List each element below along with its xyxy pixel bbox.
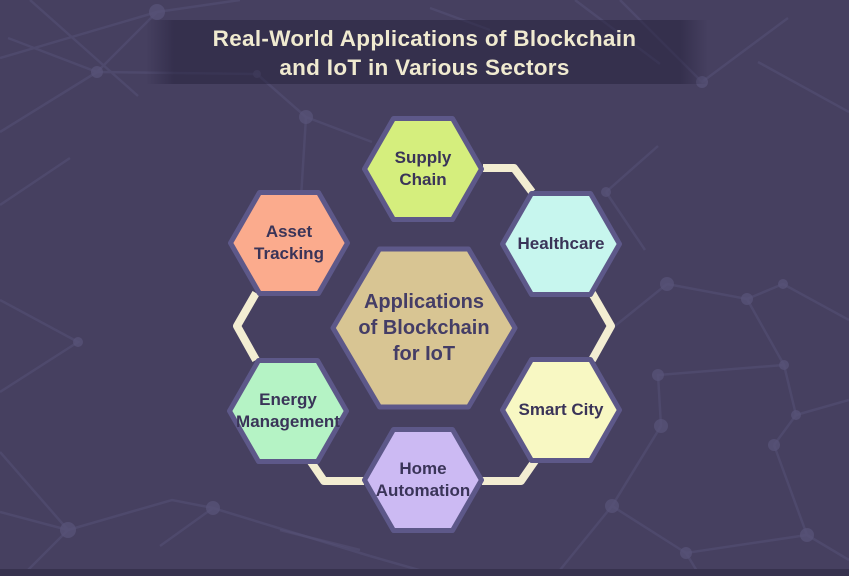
hexagon-shape	[362, 116, 484, 222]
footer-strip	[0, 569, 849, 576]
hexagon-supply-chain: Supply Chain	[362, 116, 484, 222]
connector-smart-city-home-automation	[482, 452, 543, 485]
hexagon-label: Asset Tracking	[254, 222, 324, 263]
hexagon-shape	[500, 357, 622, 463]
hexagon-shape	[227, 358, 349, 464]
connector-home-automation-energy-management	[303, 453, 364, 485]
connector-energy-management-asset-tracking	[233, 291, 260, 362]
hexagon-healthcare: Healthcare	[500, 191, 622, 297]
hexagon-center-applications-of-blockchain-for-iot: Applications of Blockchain for IoT	[330, 246, 518, 410]
connector-supply-chain-healthcare	[483, 164, 536, 195]
hexagon-shape	[500, 191, 622, 297]
hexagon-energy-management: Energy Management	[227, 358, 349, 464]
hexagon-asset-tracking: Asset Tracking	[228, 190, 350, 296]
hexagon-shape	[330, 246, 518, 410]
hexagon-shape	[362, 427, 484, 533]
hexagon-label: Applications of Blockchain for IoT	[358, 291, 490, 365]
hexagon-home-automation: Home Automation	[362, 427, 484, 533]
hexagon-label: Home Automation	[375, 459, 471, 500]
hexagon-label: Supply Chain	[394, 148, 452, 189]
hexagon-label: Energy Management	[236, 390, 340, 431]
hexagon-label: Healthcare	[517, 234, 605, 253]
hexagon-smart-city: Smart City	[500, 357, 622, 463]
page-title: Real-World Applications of Blockchain an…	[212, 26, 637, 80]
hexagon-label: Smart City	[518, 400, 604, 419]
title-band	[146, 20, 708, 84]
connector-healthcare-smart-city	[588, 291, 615, 362]
hexagon-shape	[228, 190, 350, 296]
